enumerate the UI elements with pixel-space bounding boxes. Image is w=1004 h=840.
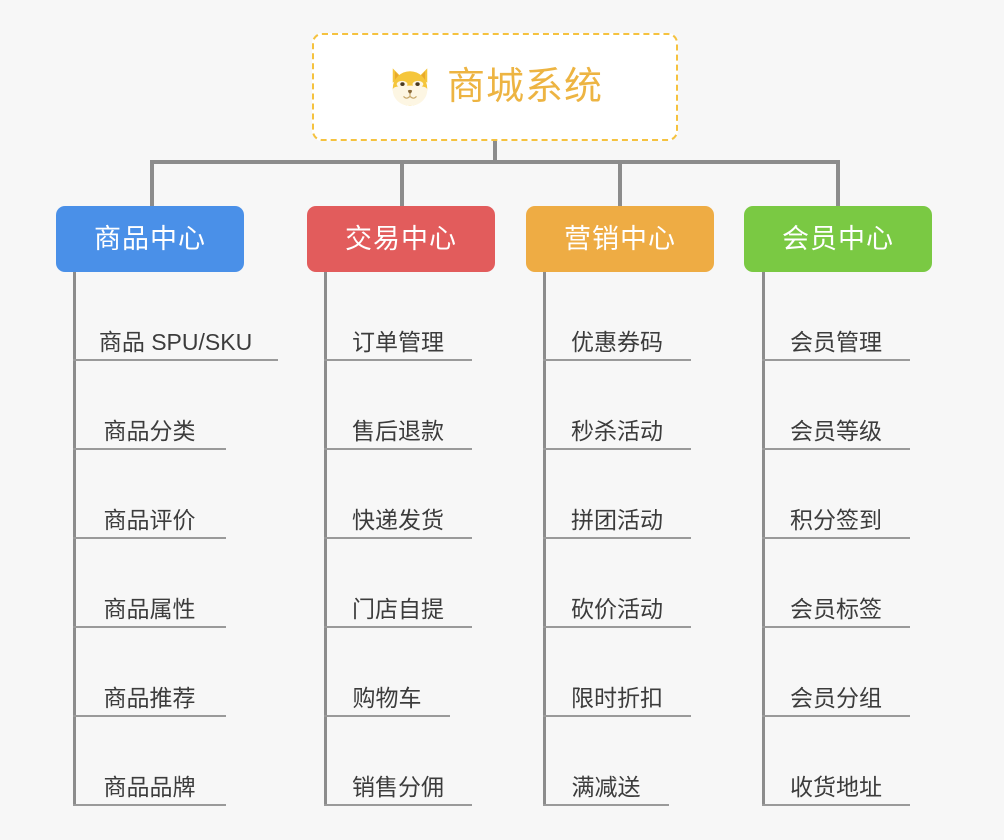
column-trunk-line — [543, 272, 546, 806]
leaf-label: 商品评价 — [103, 506, 196, 533]
leaf-label: 售后退款 — [352, 417, 444, 444]
leaf-label: 销售分佣 — [352, 773, 444, 800]
leaf-label: 会员等级 — [790, 417, 882, 444]
leaf-item[interactable]: 会员等级 — [762, 361, 910, 450]
leaf-item[interactable]: 销售分佣 — [324, 717, 472, 806]
leaf-item[interactable]: 会员标签 — [762, 539, 910, 628]
leaf-label: 拼团活动 — [571, 506, 663, 533]
leaf-label: 门店自提 — [352, 595, 444, 622]
leaf-item[interactable]: 购物车 — [324, 628, 450, 717]
leaf-label: 秒杀活动 — [571, 417, 663, 444]
leaf-item[interactable]: 拼团活动 — [543, 450, 691, 539]
category-header-商品中心[interactable]: 商品中心 — [56, 206, 244, 272]
leaf-label: 砍价活动 — [571, 595, 663, 622]
leaf-item[interactable]: 商品推荐 — [73, 628, 226, 717]
category-label: 商品中心 — [94, 223, 206, 254]
leaf-item[interactable]: 满减送 — [543, 717, 669, 806]
category-bus-line — [150, 160, 840, 164]
leaf-label: 满减送 — [571, 773, 641, 800]
root-stem-line — [493, 141, 497, 162]
leaf-label: 商品分类 — [103, 417, 196, 444]
leaf-item[interactable]: 商品属性 — [73, 539, 226, 628]
leaf-item[interactable]: 商品 SPU/SKU — [73, 272, 278, 361]
leaf-label: 快递发货 — [352, 506, 444, 533]
category-label: 会员中心 — [782, 223, 894, 254]
leaf-item[interactable]: 优惠券码 — [543, 272, 691, 361]
shiba-dog-face-icon — [392, 68, 428, 106]
leaf-label: 会员分组 — [790, 684, 882, 711]
category-header-会员中心[interactable]: 会员中心 — [744, 206, 932, 272]
leaf-item[interactable]: 积分签到 — [762, 450, 910, 539]
category-label: 营销中心 — [564, 223, 676, 254]
leaf-item[interactable]: 商品分类 — [73, 361, 226, 450]
root-node[interactable]: 商城系统 — [312, 33, 678, 141]
leaf-item[interactable]: 会员分组 — [762, 628, 910, 717]
leaf-label: 限时折扣 — [571, 684, 663, 711]
leaf-item[interactable]: 会员管理 — [762, 272, 910, 361]
leaf-item[interactable]: 商品评价 — [73, 450, 226, 539]
drop-line-category-2 — [400, 160, 404, 208]
drop-line-category-3 — [618, 160, 622, 208]
leaf-item[interactable]: 限时折扣 — [543, 628, 691, 717]
leaf-item[interactable]: 门店自提 — [324, 539, 472, 628]
leaf-item[interactable]: 秒杀活动 — [543, 361, 691, 450]
leaf-item[interactable]: 砍价活动 — [543, 539, 691, 628]
leaf-label: 商品品牌 — [103, 773, 196, 800]
category-header-交易中心[interactable]: 交易中心 — [307, 206, 495, 272]
column-trunk-line — [73, 272, 76, 806]
leaf-label: 积分签到 — [790, 506, 882, 533]
category-label: 交易中心 — [345, 223, 457, 254]
leaf-item[interactable]: 收货地址 — [762, 717, 910, 806]
drop-line-category-4 — [836, 160, 840, 208]
leaf-label: 商品属性 — [103, 595, 196, 622]
category-header-营销中心[interactable]: 营销中心 — [526, 206, 714, 272]
leaf-label: 收货地址 — [790, 773, 882, 800]
column-trunk-line — [762, 272, 765, 806]
leaf-item[interactable]: 售后退款 — [324, 361, 472, 450]
column-trunk-line — [324, 272, 327, 806]
leaf-label: 会员管理 — [790, 328, 882, 355]
leaf-label: 订单管理 — [352, 328, 444, 355]
leaf-label: 会员标签 — [790, 595, 882, 622]
root-title: 商城系统 — [446, 66, 603, 108]
leaf-item[interactable]: 订单管理 — [324, 272, 472, 361]
leaf-label: 商品 SPU/SKU — [98, 328, 253, 355]
drop-line-category-1 — [150, 160, 154, 208]
leaf-item[interactable]: 快递发货 — [324, 450, 472, 539]
leaf-label: 优惠券码 — [571, 328, 663, 355]
leaf-label: 商品推荐 — [103, 684, 196, 711]
leaf-label: 购物车 — [352, 684, 422, 711]
leaf-item[interactable]: 商品品牌 — [73, 717, 226, 806]
